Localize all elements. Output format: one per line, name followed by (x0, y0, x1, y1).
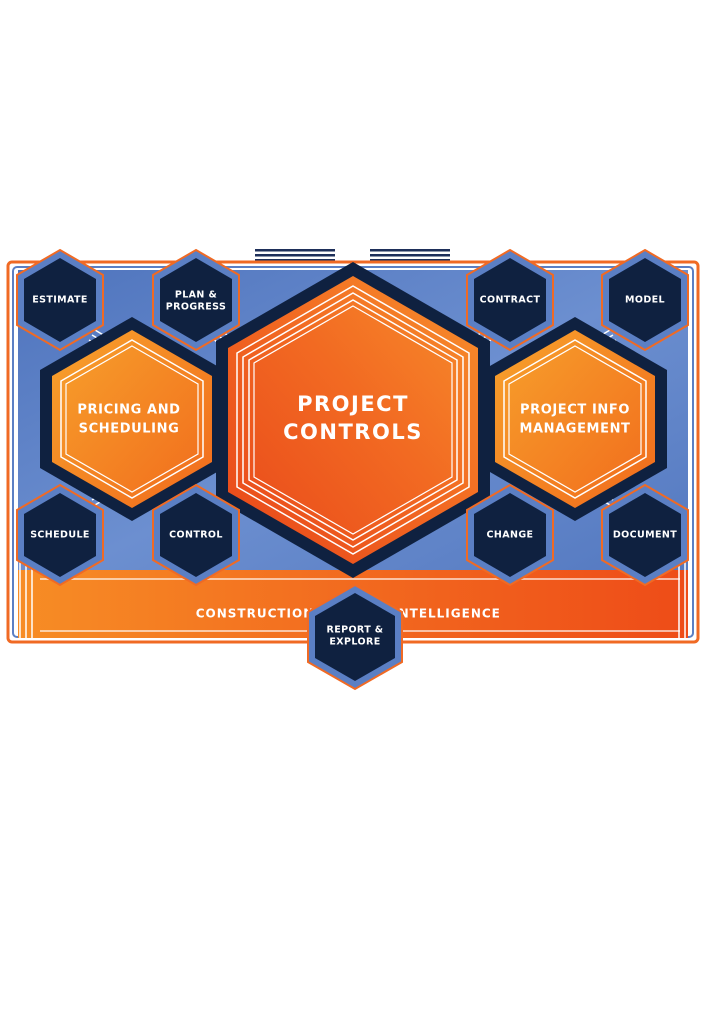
node-estimate: ESTIMATE (16, 248, 104, 352)
band-label-construction: CONSTRUCTION (196, 607, 315, 621)
node-schedule: SCHEDULE (16, 483, 104, 587)
band-label-intelligence: INTELLIGENCE (393, 607, 501, 621)
node-plan-progress-label-line2: PROGRESS (166, 302, 226, 313)
right-hub-label-line2: MANAGEMENT (519, 422, 630, 437)
left-hub-pricing-scheduling: PRICING AND SCHEDULING (40, 317, 224, 521)
center-hub-label-line2: CONTROLS (283, 420, 423, 444)
node-report-explore-label-line2: EXPLORE (329, 637, 380, 648)
right-hub-project-info-management: PROJECT INFO MANAGEMENT (483, 317, 667, 521)
node-control-label: CONTROL (169, 530, 223, 541)
node-change-label: CHANGE (487, 530, 534, 541)
node-report-explore-label-line1: REPORT & (326, 625, 383, 636)
center-hub-label-line1: PROJECT (297, 392, 409, 416)
node-model-label: MODEL (625, 295, 665, 306)
node-estimate-label: ESTIMATE (32, 295, 88, 306)
top-decor-bars (255, 249, 450, 262)
node-document-label: DOCUMENT (613, 530, 677, 541)
node-plan-progress: PLAN & PROGRESS (152, 248, 240, 352)
node-contract-label: CONTRACT (480, 295, 541, 306)
center-hub-project-controls: PROJECT CONTROLS (216, 262, 490, 578)
node-plan-progress-label-line1: PLAN & (175, 290, 217, 301)
left-hub-label-line2: SCHEDULING (79, 422, 180, 437)
node-change: CHANGE (466, 483, 554, 587)
node-model: MODEL (601, 248, 689, 352)
left-hub-label-line1: PRICING AND (77, 403, 180, 418)
node-report-explore: REPORT & EXPLORE (307, 583, 403, 691)
node-contract: CONTRACT (466, 248, 554, 352)
node-document: DOCUMENT (601, 483, 689, 587)
right-hub-label-line1: PROJECT INFO (520, 403, 630, 418)
node-control: CONTROL (152, 483, 240, 587)
node-schedule-label: SCHEDULE (30, 530, 90, 541)
